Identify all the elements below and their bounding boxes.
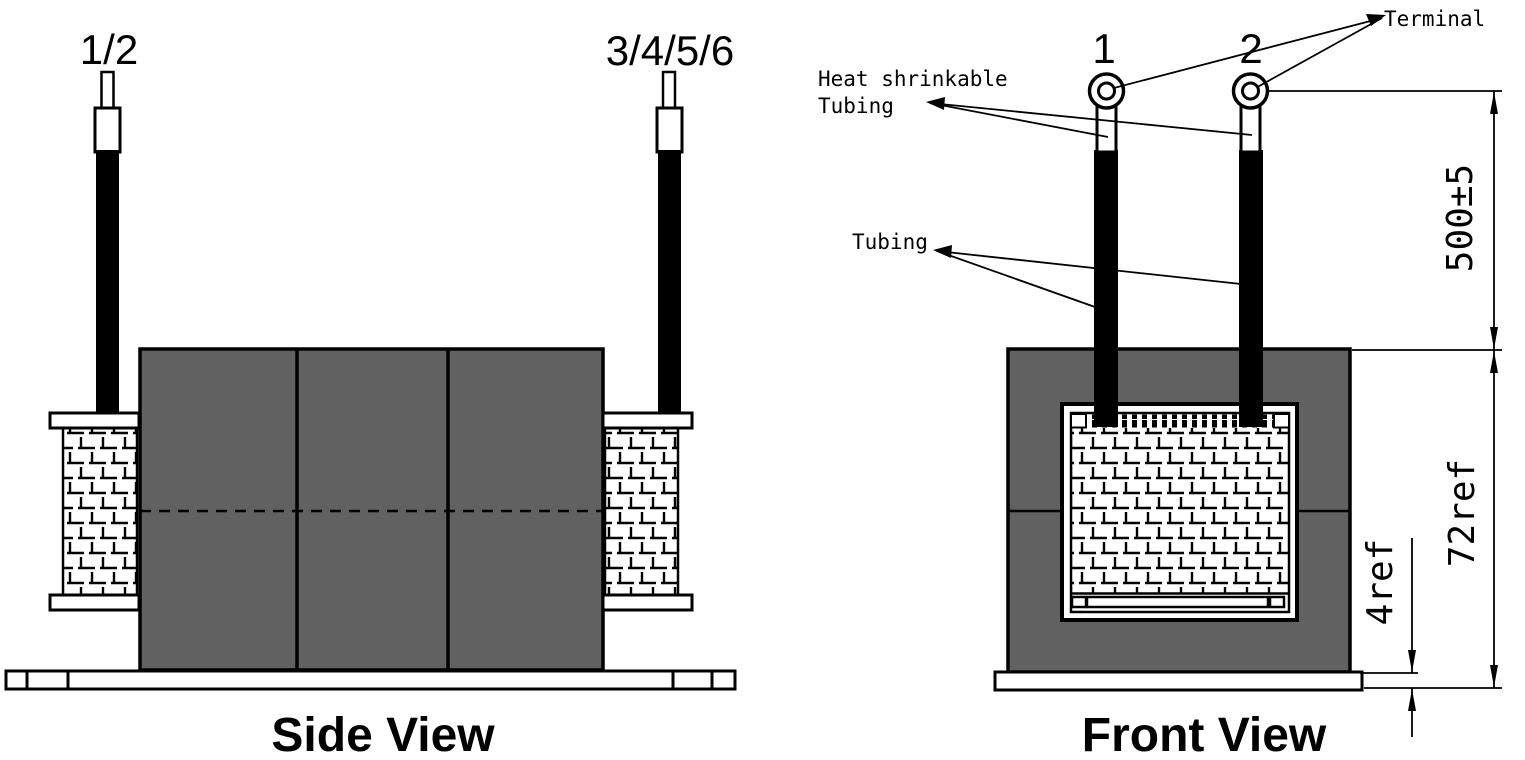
bobbin-corner-block bbox=[1268, 595, 1286, 609]
side-core bbox=[138, 347, 605, 672]
ring-terminal-hole bbox=[1097, 81, 1116, 101]
side-bobbin-right bbox=[601, 411, 694, 612]
tubing-leader-2 bbox=[936, 250, 1242, 285]
bobbin-flange-top bbox=[601, 411, 694, 430]
lead-left-label: 1/2 bbox=[80, 26, 138, 73]
side-lead-left bbox=[93, 70, 122, 414]
terminal-leader-1 bbox=[1109, 17, 1383, 90]
side-bobbin-left bbox=[48, 411, 141, 612]
side-lead-right bbox=[655, 70, 684, 414]
dim-4ref-text: 4ref bbox=[1360, 539, 1401, 626]
heat-shrink-label-line1: Heat shrinkable bbox=[818, 67, 1008, 91]
bobbin-corner-block bbox=[1070, 413, 1087, 429]
tubing-leader-1 bbox=[936, 250, 1096, 308]
lead-tubing-black bbox=[96, 150, 119, 414]
dim-72ref-text: 72ref bbox=[1442, 459, 1483, 567]
heat-shrink-label-line2: Tubing bbox=[818, 94, 894, 118]
dimension-arrows bbox=[1408, 92, 1498, 711]
side-view-title: Side View bbox=[271, 709, 495, 760]
lead1-label: 1 bbox=[1092, 25, 1115, 72]
bobbin-flange-bottom bbox=[601, 593, 694, 612]
front-lead-2 bbox=[1231, 72, 1270, 427]
ring-terminal-hole bbox=[1241, 81, 1260, 101]
terminal-leader-arrow bbox=[1366, 14, 1386, 26]
dim-500-text: 500±5 bbox=[1440, 164, 1481, 272]
heat-shrink-leader-2 bbox=[929, 102, 1253, 136]
winding-mesh bbox=[1072, 428, 1288, 593]
front-view: 1 2 Terminal Heat shrinkable Tubing Tubi… bbox=[818, 7, 1502, 760]
front-lead-1 bbox=[1087, 72, 1126, 427]
bobbin-flange-bottom bbox=[48, 593, 141, 612]
lead-tubing-black bbox=[658, 150, 681, 414]
lead-tubing-black bbox=[1094, 150, 1118, 427]
winding-turns-comb bbox=[1086, 414, 1274, 428]
terminal-leader-2 bbox=[1251, 17, 1383, 91]
heat-shrink-sleeve bbox=[93, 106, 122, 154]
heat-shrink-sleeve bbox=[1239, 103, 1262, 154]
heat-shrink-sleeve bbox=[655, 106, 684, 154]
heat-shrink-leader-1 bbox=[929, 102, 1109, 138]
arrow-up bbox=[1490, 92, 1498, 114]
arrow-down bbox=[1490, 665, 1498, 687]
front-baseplate bbox=[993, 670, 1364, 692]
bobbin-flange-top bbox=[48, 411, 141, 430]
lead-tubing-black bbox=[1239, 150, 1263, 427]
arrow-down bbox=[1408, 650, 1416, 672]
heat-shrink-sleeve bbox=[1095, 103, 1118, 154]
bobbin-corner-block bbox=[1070, 595, 1088, 609]
bobbin-corner-block bbox=[1273, 413, 1290, 429]
lead2-label: 2 bbox=[1239, 25, 1262, 72]
baseplate bbox=[4, 669, 737, 691]
wire-tip bbox=[661, 70, 677, 112]
tubing-leader-arrow bbox=[933, 245, 952, 258]
winding-mesh bbox=[606, 429, 677, 594]
tubing-label: Tubing bbox=[852, 230, 928, 254]
terminal-label: Terminal bbox=[1384, 7, 1485, 31]
core-block bbox=[138, 347, 605, 672]
side-view: 1/2 3/4/5/6 Side View bbox=[4, 26, 737, 760]
arrow-down bbox=[1490, 327, 1498, 349]
bobbin-base-bar bbox=[1085, 595, 1270, 609]
winding-mesh bbox=[64, 429, 136, 594]
wire-tip bbox=[100, 70, 115, 112]
front-view-title: Front View bbox=[1082, 709, 1327, 760]
front-window bbox=[1060, 402, 1299, 622]
side-baseplate bbox=[4, 669, 737, 691]
leader-lines bbox=[929, 17, 1383, 308]
lead-right-label: 3/4/5/6 bbox=[606, 27, 734, 74]
arrow-up bbox=[1408, 689, 1416, 711]
dimensions bbox=[1269, 90, 1502, 737]
heat-shrink-leader-arrow bbox=[926, 97, 945, 110]
arrow-up bbox=[1490, 351, 1498, 373]
